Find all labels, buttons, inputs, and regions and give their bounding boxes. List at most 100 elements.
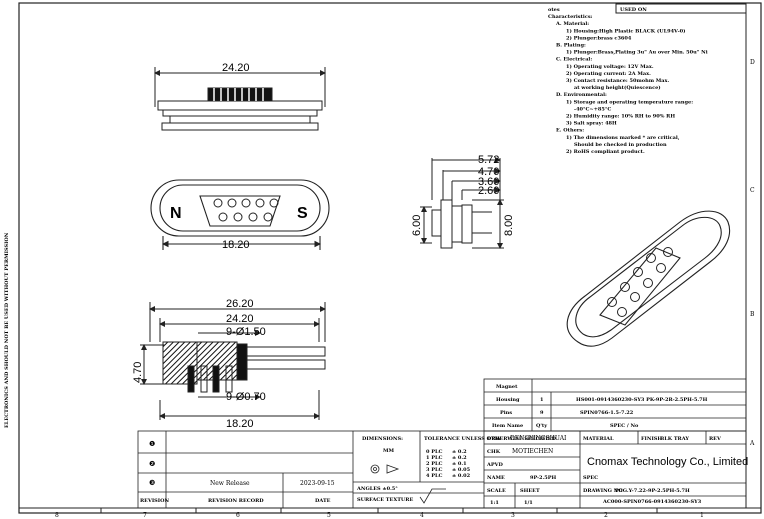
chk-value: MOTIECHEN bbox=[512, 448, 553, 455]
drawing-no-label: DRAWING NO bbox=[583, 488, 623, 494]
dim-sec-470: 4.70 bbox=[132, 362, 144, 383]
dim-sec-1820: 18.20 bbox=[226, 418, 254, 430]
dimensions-unit: MM bbox=[383, 448, 395, 454]
front-view bbox=[150, 179, 330, 250]
note-line: 2) RoHS compliant product. bbox=[566, 148, 645, 155]
section-view bbox=[140, 302, 326, 420]
tolerance-label: TOLERANCE UNLESS OTHERWISE SPECIFIED bbox=[424, 436, 557, 442]
dimensions-label: DIMENSIONS: bbox=[362, 436, 403, 442]
side-view bbox=[420, 157, 504, 249]
zone-5: 5 bbox=[327, 512, 331, 519]
tol-1-value: ± 0.2 bbox=[452, 455, 467, 461]
dim-front-width: 18.20 bbox=[222, 239, 250, 251]
isometric-view bbox=[566, 210, 731, 347]
sheet-value: 1/1 bbox=[524, 500, 533, 506]
bom-row-2-part: SPIN0766-1.5-7.22 bbox=[580, 410, 634, 416]
bom-row-1-part: HS001-0914360230-SY3 PK-9P-2R-2.5PH-5.7H bbox=[576, 397, 708, 403]
tol-1-range: 1 PLC bbox=[426, 455, 442, 461]
rev-3-date: 2023-09-15 bbox=[300, 480, 335, 487]
zone-4: 4 bbox=[420, 512, 424, 519]
dim-top-width: 24.20 bbox=[222, 62, 250, 74]
spec-label: SPEC bbox=[583, 475, 598, 481]
tol-0-range: 0 PLC bbox=[426, 449, 442, 455]
rev-label: REV bbox=[709, 436, 721, 442]
sheet-border bbox=[18, 2, 762, 514]
tol-2-value: ± 0.1 bbox=[452, 461, 467, 467]
dim-side-260: 2.60 bbox=[478, 185, 499, 197]
bom-row-2-qty: 9 bbox=[540, 410, 544, 416]
tol-4-range: 4 PLC bbox=[426, 473, 442, 479]
note-line: D. Environmental: bbox=[556, 92, 607, 98]
apvd-label: APVD bbox=[486, 462, 504, 468]
bom-row-2-name: Pins bbox=[500, 410, 512, 416]
used-on-box bbox=[615, 3, 747, 14]
dim-side-360: 3.60 bbox=[478, 176, 499, 188]
dim-sec-pins150: 9-Ø1.50 bbox=[226, 326, 266, 338]
dim-side-600: 6.00 bbox=[411, 215, 423, 236]
zone-3: 3 bbox=[511, 512, 515, 519]
scale-label: SCALE bbox=[487, 488, 506, 494]
tol-3-value: ± 0.05 bbox=[452, 467, 471, 473]
bom-row-3-name: Item Name bbox=[492, 423, 523, 429]
note-line: 1) Housing:High Plastic BLACK (UL94V-0) bbox=[566, 27, 686, 34]
note-line: 3) Contact resistance: 50mohm Max. bbox=[566, 77, 670, 84]
front-s-label: S bbox=[297, 205, 308, 222]
bottom-zone-ruler bbox=[100, 508, 658, 513]
finish-label: FINISH bbox=[641, 436, 662, 442]
dim-side-572: 5.72 bbox=[478, 154, 499, 166]
bom-row-3-qty: Q'ty bbox=[536, 423, 548, 429]
company-name: Cnomax Technology Co., Limited bbox=[587, 456, 748, 468]
surface-finish-symbol bbox=[419, 488, 446, 504]
zone-1: 1 bbox=[700, 512, 704, 519]
note-line: -40°C~+85°C bbox=[574, 106, 611, 112]
drw-value: DENGYINGSHUAI bbox=[510, 435, 567, 442]
name-value: 9P-2.5PH bbox=[530, 475, 556, 481]
name-label: NAME bbox=[487, 475, 505, 481]
dim-side-470: 4.70 bbox=[478, 166, 499, 178]
sheet-label: SHEET bbox=[520, 488, 540, 494]
note-line: 2) Plunger:brass c3604 bbox=[566, 34, 632, 41]
note-line: C. Electrical: bbox=[556, 57, 592, 63]
rev-1-symbol: ❶ bbox=[149, 440, 155, 448]
note-line: at working height(Quiescence) bbox=[574, 84, 661, 91]
note-line: 2) Humidity range: 10% RH to 90% RH bbox=[566, 113, 675, 120]
rev-3-symbol: ❸ bbox=[149, 479, 155, 487]
used-on-label: USED ON bbox=[620, 7, 647, 13]
scale-value: 1:1 bbox=[490, 500, 499, 506]
date-header: DATE bbox=[315, 498, 331, 504]
rev-3-description: New Release bbox=[210, 480, 250, 487]
drw-label: DRW bbox=[487, 436, 501, 442]
angles-label: ANGLES ±0.5° bbox=[356, 486, 398, 492]
note-line: A. Material: bbox=[555, 21, 589, 27]
dim-sec-2420: 24.20 bbox=[226, 313, 254, 325]
tol-4-value: ± 0.02 bbox=[452, 473, 471, 479]
bom-row-1-name: Housing bbox=[496, 397, 520, 403]
zone-7: 7 bbox=[143, 512, 147, 519]
material-label: MATERIAL bbox=[583, 436, 614, 442]
projection-symbol bbox=[370, 464, 400, 474]
surface-label: SURFACE TEXTURE bbox=[357, 497, 413, 503]
title-block-grid bbox=[137, 430, 747, 509]
dim-side-800: 8.00 bbox=[503, 215, 515, 236]
drawing-no-value: AC000-SPIN0766-0914360230-SY3 bbox=[602, 499, 702, 505]
bom-header: Magnet bbox=[496, 384, 518, 390]
zone-d: D bbox=[750, 59, 755, 66]
note-line: Should be checked in production bbox=[574, 142, 667, 148]
spec-value: PCG.Y-7.22-9P-2.5PH-5.7H bbox=[615, 488, 690, 494]
note-line: E. Others: bbox=[556, 128, 584, 134]
rev-2-symbol: ❷ bbox=[149, 460, 155, 468]
dim-sec-pins070: 9-Ø0.70 bbox=[226, 391, 266, 403]
note-line: B. Plating: bbox=[556, 43, 586, 49]
tol-0-value: ± 0.2 bbox=[452, 449, 467, 455]
chk-label: CHK bbox=[487, 449, 501, 455]
revision-header: REVISION bbox=[140, 498, 169, 504]
zone-6: 6 bbox=[236, 512, 240, 519]
tol-2-range: 2 PLC bbox=[426, 461, 442, 467]
zone-b: B bbox=[750, 311, 755, 318]
zone-c: C bbox=[750, 187, 755, 194]
note-line: 1) The dimensions marked * are critical, bbox=[566, 134, 680, 141]
note-line: 1) Plunger:Brass,Plating 3u" Au over Min… bbox=[566, 49, 708, 56]
front-n-label: N bbox=[170, 205, 182, 222]
